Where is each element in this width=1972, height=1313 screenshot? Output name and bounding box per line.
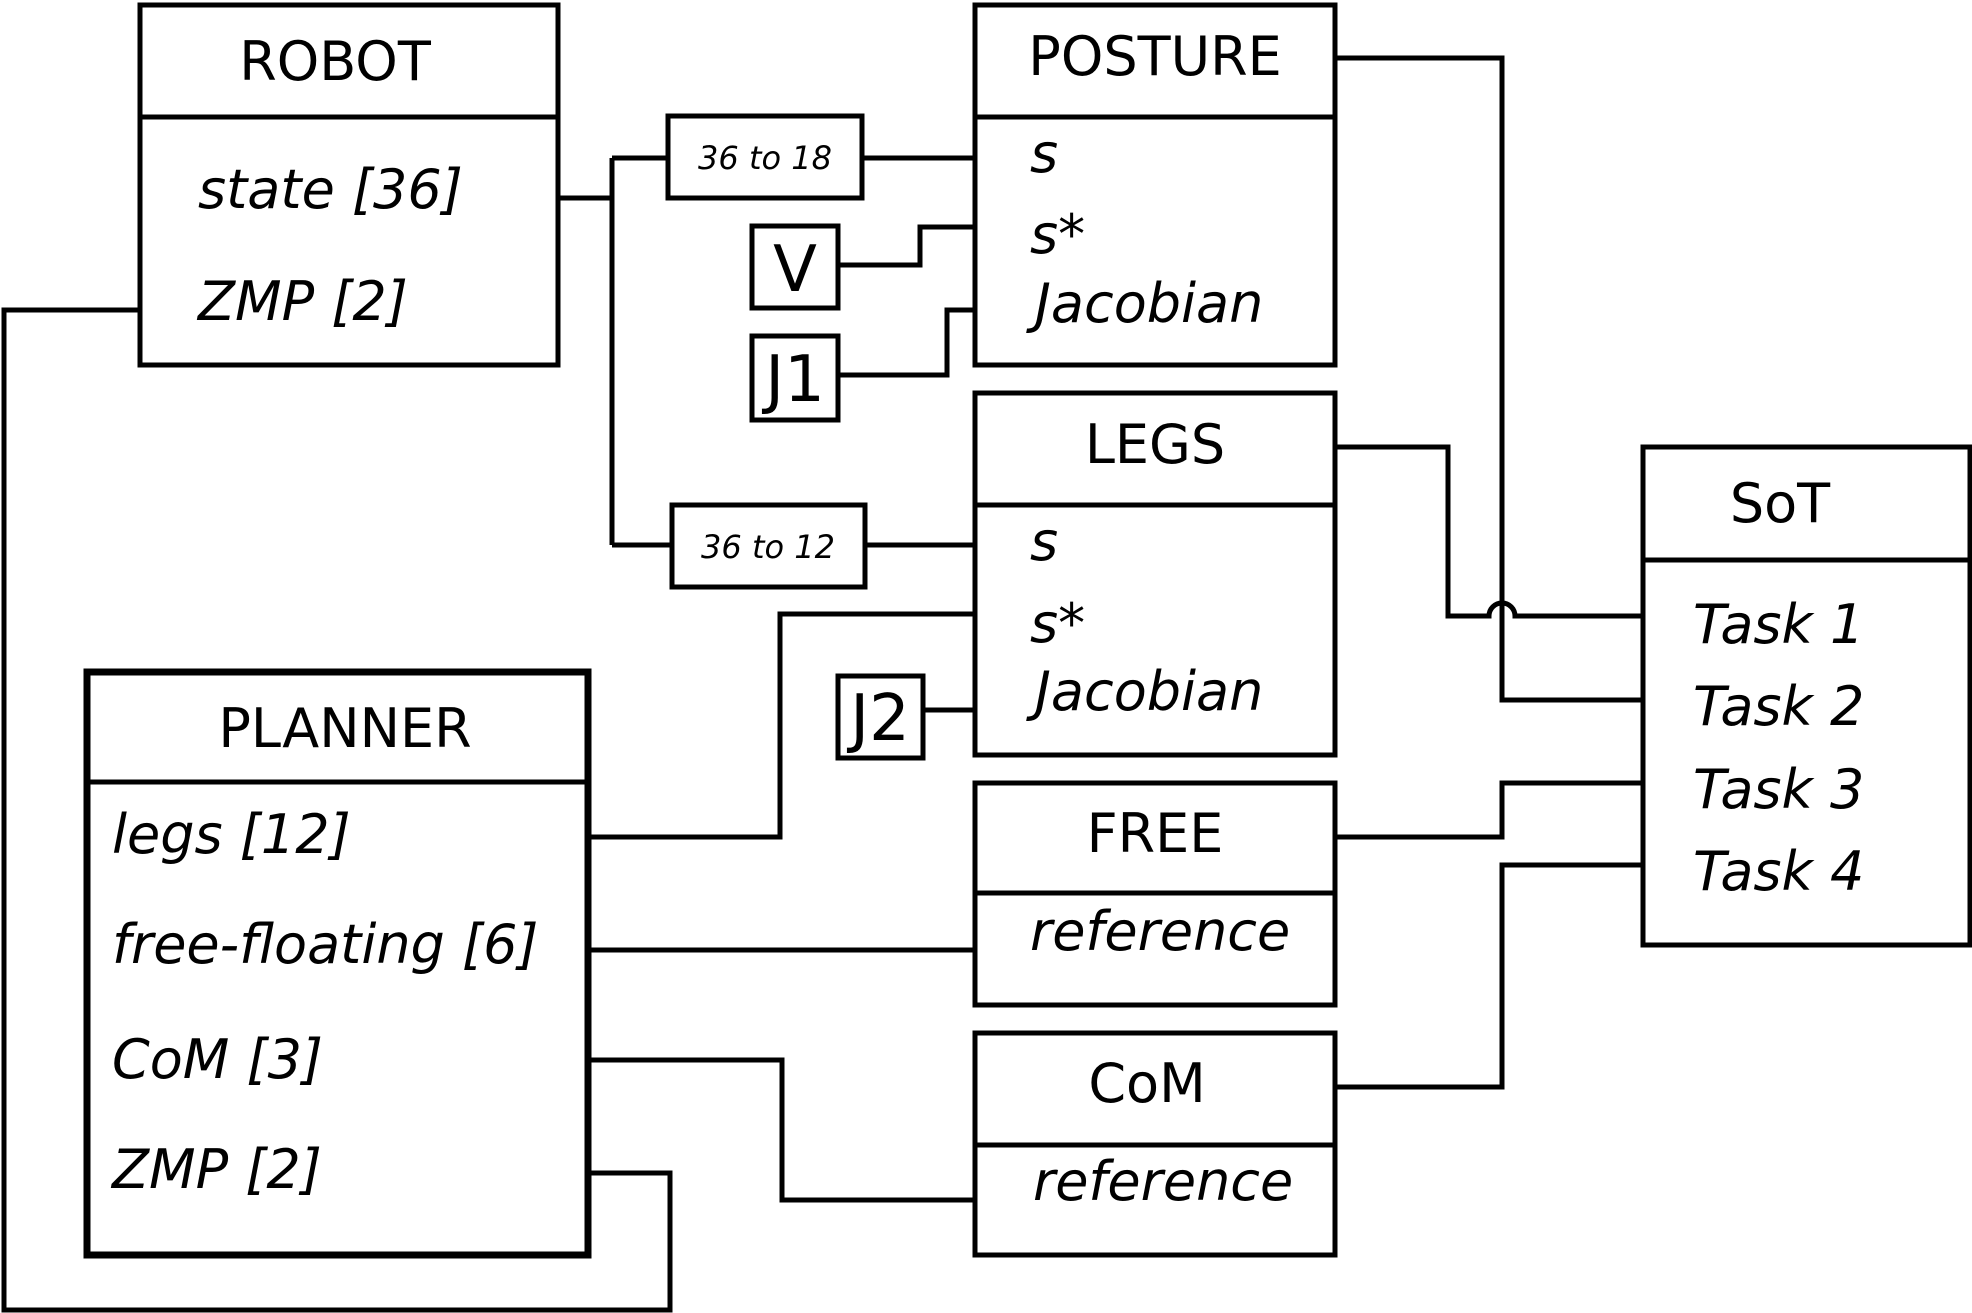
legs-port-sstar: s* [1030,592,1085,655]
converter-36-to-12-box [669,502,868,590]
planner-title: PLANNER [218,697,471,760]
sot-block: SoT Task 1 Task 2 Task 3 Task 4 [1640,444,1972,948]
free-title: FREE [1087,802,1224,865]
robot-box [137,2,561,368]
converter-36-to-18: 36 to 18 [665,113,865,201]
sot-task-3: Task 3 [1693,758,1864,821]
signal-j2-label: J2 [846,682,910,756]
robot-port-state: state [36] [198,158,463,221]
posture-port-jacobian: Jacobian [1026,272,1263,335]
wire-planner-zmp-robot-zmp [1,307,673,1313]
posture-box [972,2,1338,368]
com-port-reference: reference [1033,1150,1293,1213]
legs-title: LEGS [1085,413,1225,476]
planner-port-legs: legs [12] [112,803,351,866]
com-title: CoM [1088,1052,1205,1115]
legs-port-jacobian: Jacobian [1026,660,1263,723]
planner-port-free-floating: free-floating [6] [112,913,539,976]
robot-block: ROBOT state [36] ZMP [2] [137,2,561,368]
wire-state-trunk [558,155,672,548]
converter-36-to-12: 36 to 12 [669,502,868,590]
signal-v: V [749,223,841,311]
sot-task-1: Task 1 [1693,593,1864,656]
legs-port-s: s [1030,510,1058,573]
wire-planner-legs-sstar [588,611,975,840]
sot-box [1640,444,1972,948]
free-port-reference: reference [1030,900,1290,963]
sot-task-2: Task 2 [1693,675,1864,738]
signal-j1-label: J1 [761,343,825,417]
planner-port-zmp: ZMP [2] [110,1138,322,1201]
posture-block: POSTURE s s* Jacobian [972,2,1338,368]
planner-port-com: CoM [3] [112,1028,323,1091]
robot-title: ROBOT [239,30,432,93]
converter-36-to-18-label: 36 to 18 [698,139,832,177]
posture-port-s: s [1030,122,1058,185]
planner-box [83,668,592,1259]
robot-port-zmp: ZMP [2] [196,270,408,333]
sot-task-4: Task 4 [1693,840,1864,903]
posture-port-sstar: s* [1030,203,1085,266]
posture-title: POSTURE [1028,25,1282,88]
planner-block: PLANNER legs [12] free-floating [6] CoM … [83,668,592,1259]
signal-j2-box [835,673,926,761]
signal-j1-box [749,333,841,423]
legs-box [972,390,1338,758]
wire-legs-task1 [1335,444,1643,619]
converter-36-to-18-box [665,113,865,201]
connection-wires [1,55,1643,1313]
wire-j1-posture-jacobian [838,307,975,378]
wire-com-task4 [1335,862,1643,1090]
converter-36-to-12-label: 36 to 12 [701,528,835,566]
com-block: CoM reference [972,1030,1338,1258]
wire-v-posture-sstar [838,224,975,268]
signal-j2: J2 [835,673,926,761]
legs-block: LEGS s s* Jacobian [972,390,1338,758]
wire-planner-com-reference [588,1057,975,1203]
signal-j1: J1 [749,333,841,423]
signal-v-box [749,223,841,311]
wire-free-task3 [1335,780,1643,840]
free-block: FREE reference [972,780,1338,1008]
signal-v-label: V [773,233,817,307]
sot-title: SoT [1730,472,1831,535]
wire-posture-task2 [1335,55,1643,703]
